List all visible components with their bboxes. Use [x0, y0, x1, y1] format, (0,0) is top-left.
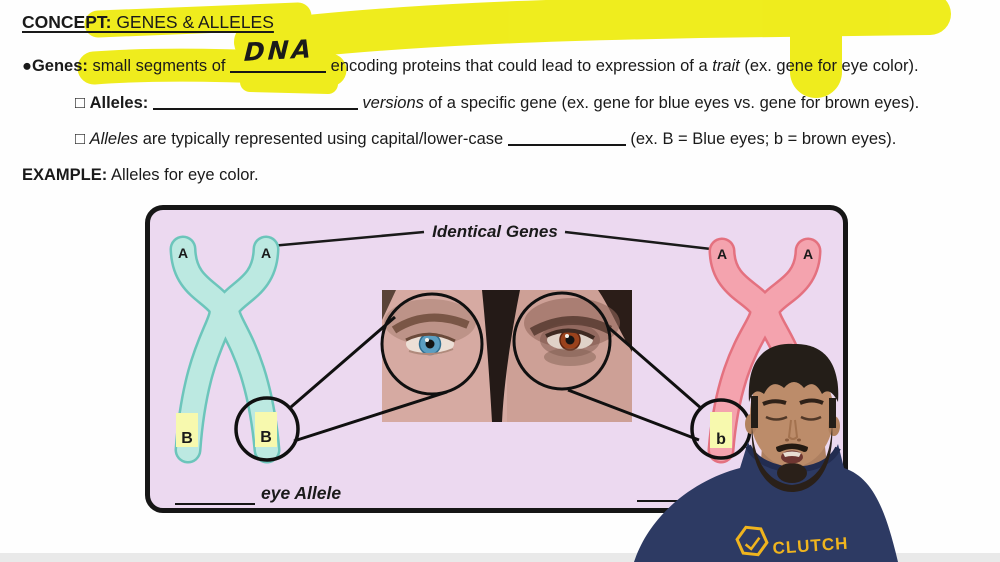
- genes-definition-line: ●Genes: small segments of DNA encoding p…: [22, 34, 919, 76]
- alleles-rep-mid: are typically represented using capital/…: [138, 130, 508, 148]
- example-label: EXAMPLE:: [22, 166, 108, 184]
- alleles-definition-line: □ Alleles: versions of a specific gene (…: [75, 94, 919, 113]
- highlight-swoosh: [234, 0, 951, 63]
- right-caption-blank: [637, 500, 717, 502]
- alleles-def-tail: of a specific gene (ex. gene for blue ey…: [423, 94, 920, 112]
- alleles-def-blank: [152, 95, 358, 110]
- highlight-dna-blob: [240, 72, 338, 94]
- genes-pre-text: small segments of: [92, 57, 231, 75]
- genes-tail-text: (ex. gene for eye color).: [739, 57, 919, 75]
- example-text: Alleles for eye color.: [107, 166, 259, 184]
- eye-photo-art: [382, 290, 632, 422]
- genes-bullet: ●: [22, 57, 32, 75]
- genes-mid-text: encoding proteins that could lead to exp…: [326, 57, 713, 75]
- identical-genes-label: Identical Genes: [432, 222, 558, 241]
- genes-trait-word: trait: [712, 57, 740, 75]
- left-caption-blank: [175, 503, 255, 505]
- alleles-def-term: Alleles:: [89, 94, 153, 112]
- alleles-rep-term: Alleles: [89, 130, 139, 148]
- eye-photo: [382, 290, 632, 422]
- example-line: EXAMPLE: Alleles for eye color.: [22, 166, 259, 185]
- dna-handwritten-answer: DNA: [243, 34, 315, 67]
- genes-blank: DNA: [230, 34, 327, 73]
- alleles-representation-line: □ Alleles are typically represented usin…: [75, 130, 896, 149]
- alleles-rep-tail: (ex. B = Blue eyes; b = brown eyes).: [625, 130, 897, 148]
- clutch-hexagon-logo: [735, 525, 769, 557]
- left-eye-caption: eye Allele: [261, 483, 342, 503]
- genes-term: Genes:: [31, 57, 93, 75]
- concept-title: GENES & ALLELES: [111, 12, 274, 32]
- alleles-rep-blank: [507, 131, 626, 146]
- alleles-rep-bullet: □: [75, 130, 90, 148]
- hair-strip: [482, 290, 520, 422]
- alleles-versions-word: versions: [357, 94, 424, 112]
- concept-label: CONCEPT:: [22, 12, 112, 32]
- alleles-def-bullet: □: [75, 94, 90, 112]
- concept-heading: CONCEPT: GENES & ALLELES: [22, 12, 274, 33]
- bottom-strip: [0, 553, 1000, 562]
